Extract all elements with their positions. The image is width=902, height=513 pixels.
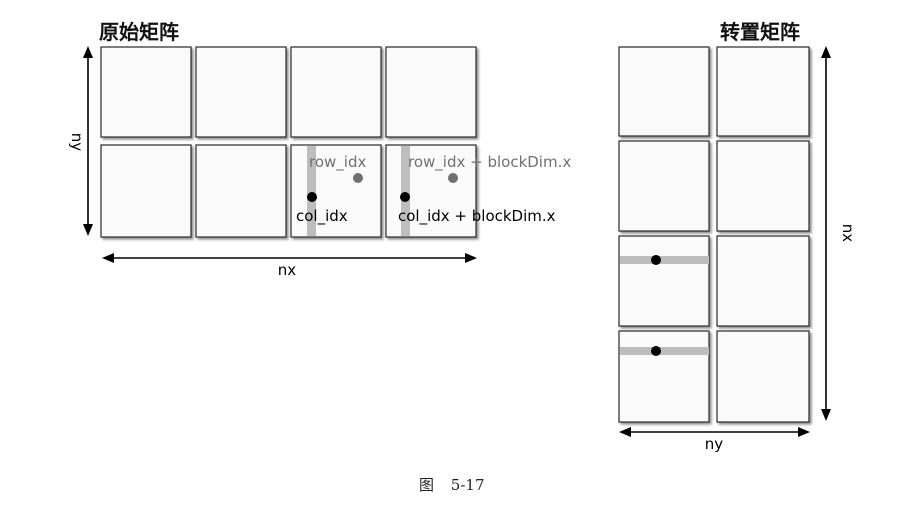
row-idx-plus-label: row_idx + blockDim.x	[408, 153, 571, 172]
trans-block-r2-c1	[716, 235, 810, 327]
ny-vertical-label: ny	[68, 133, 86, 152]
row-idx-dot	[353, 173, 363, 183]
orig-block-r1-c2	[290, 144, 382, 238]
orig-highlight-column-1	[307, 146, 316, 236]
trans-dot-2	[651, 346, 661, 356]
transposed-matrix-title: 转置矩阵	[720, 20, 800, 44]
orig-block-r1-c0	[100, 144, 192, 238]
trans-block-r1-c0	[618, 140, 710, 232]
col-idx-label: col_idx	[296, 207, 348, 226]
transposed-matrix-grid	[618, 46, 810, 423]
trans-highlight-row-2	[620, 347, 709, 355]
orig-block-r0-c1	[195, 46, 287, 138]
trans-dot-1	[651, 255, 661, 265]
original-matrix-title: 原始矩阵	[99, 20, 179, 44]
trans-block-r0-c0	[618, 46, 710, 137]
nx-vertical-label: nx	[839, 224, 857, 243]
nx-horizontal-arrow	[102, 253, 477, 263]
figure-caption-label: 图	[419, 476, 435, 494]
row-idx-plus-dot	[448, 173, 458, 183]
orig-block-r1-c1	[195, 144, 287, 238]
trans-block-r1-c1	[716, 140, 810, 232]
figure-caption-number: 5-17	[450, 476, 485, 494]
orig-highlight-column-2	[401, 146, 410, 236]
ny-vertical-arrow	[83, 46, 93, 236]
nx-horizontal-label: nx	[278, 261, 297, 279]
nx-vertical-arrow	[821, 46, 831, 421]
ny-horizontal-label: ny	[705, 435, 724, 453]
orig-block-r0-c0	[100, 46, 192, 138]
original-matrix-grid	[100, 46, 477, 238]
col-idx-dot	[307, 192, 317, 202]
col-idx-plus-dot	[400, 192, 410, 202]
orig-block-r0-c3	[385, 46, 477, 138]
ny-horizontal-arrow	[619, 427, 810, 437]
col-idx-plus-label: col_idx + blockDim.x	[398, 207, 556, 226]
trans-block-r0-c1	[716, 46, 810, 137]
orig-block-r0-c2	[290, 46, 382, 138]
trans-block-r2-c0	[618, 235, 710, 327]
figure-caption: 图 5-17	[419, 474, 485, 495]
trans-block-r3-c1	[716, 330, 810, 423]
trans-block-r3-c0	[618, 330, 710, 423]
row-idx-label: row_idx	[309, 153, 366, 172]
trans-highlight-row-1	[620, 256, 709, 264]
